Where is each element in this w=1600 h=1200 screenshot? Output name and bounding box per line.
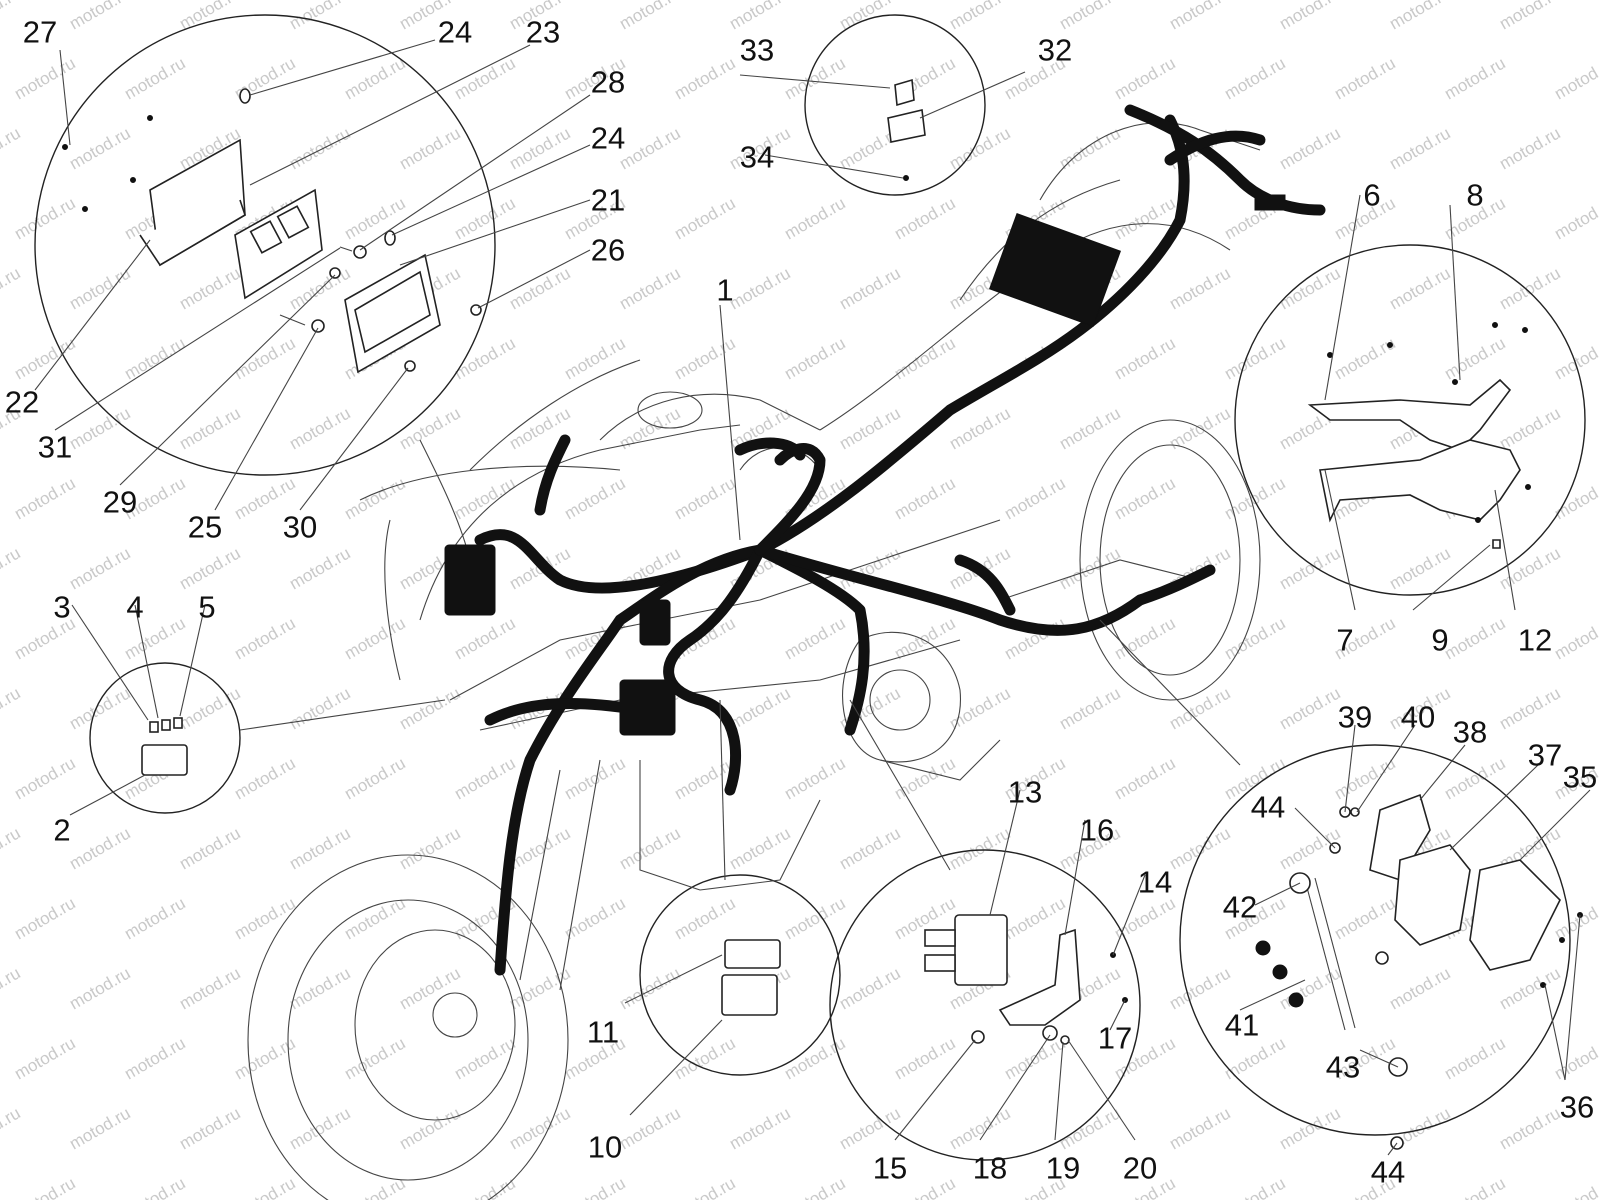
callout-29: 29 [102,484,138,520]
detail-circle-regulator [829,849,1141,1161]
callout-8: 8 [1466,177,1484,213]
callout-36: 36 [1559,1089,1595,1125]
callout-4: 4 [126,589,144,625]
callout-44a: 44 [1250,789,1286,825]
leader-lines [34,39,1591,1156]
callout-22: 22 [4,384,40,420]
callout-33: 33 [739,32,775,68]
fusebox-parts [721,939,781,1016]
callout-24a: 24 [437,14,473,50]
callout-11: 11 [586,1014,620,1050]
callout-20: 20 [1122,1150,1158,1186]
callout-25: 25 [187,509,223,545]
detail-circle-fusebox [639,874,841,1076]
callout-31: 31 [37,429,73,465]
rear-cover-parts [1307,322,1531,549]
callout-28: 28 [590,64,626,100]
callout-44b: 44 [1370,1154,1406,1190]
detail-circle-rear-cover [1234,244,1586,596]
callout-40: 40 [1400,699,1436,735]
callout-39: 39 [1337,699,1373,735]
callout-21: 21 [590,182,626,218]
relays-top-parts [887,78,926,181]
callout-42: 42 [1222,889,1258,925]
callout-35: 35 [1562,759,1598,795]
callout-13: 13 [1007,774,1043,810]
callout-26: 26 [590,232,626,268]
ecu-detail-parts [62,88,482,374]
detail-circle-fuse [89,662,241,814]
sensor-parts [1255,793,1583,1150]
callout-2: 2 [53,812,71,848]
callout-37: 37 [1527,737,1563,773]
detail-circle-relays-top [804,14,986,196]
callout-18: 18 [972,1150,1008,1186]
callout-38: 38 [1452,714,1488,750]
ecu-block [988,212,1122,328]
callout-27: 27 [22,14,58,50]
main-wiring-harness [444,104,1326,976]
detail-circle-sensor [1179,744,1571,1136]
callout-32: 32 [1037,32,1073,68]
callout-12: 12 [1517,622,1553,658]
callout-41: 41 [1224,1007,1260,1043]
callout-5: 5 [198,589,216,625]
fuse-parts [141,717,188,776]
callout-10: 10 [587,1129,623,1165]
callout-15: 15 [872,1150,908,1186]
detail-circle-ecu [34,14,496,476]
callout-34: 34 [739,139,775,175]
callout-6: 6 [1363,177,1381,213]
callout-19: 19 [1045,1150,1081,1186]
callout-16: 16 [1079,812,1115,848]
callout-7: 7 [1336,622,1354,658]
callout-1: 1 [716,272,734,308]
callout-24b: 24 [590,120,626,156]
regulator-parts [924,914,1128,1045]
callout-3: 3 [53,589,71,625]
callout-9: 9 [1431,622,1449,658]
callout-14: 14 [1137,864,1173,900]
callout-17: 17 [1097,1020,1133,1056]
callout-43: 43 [1325,1049,1361,1085]
callout-30: 30 [282,509,318,545]
callout-23: 23 [525,14,561,50]
